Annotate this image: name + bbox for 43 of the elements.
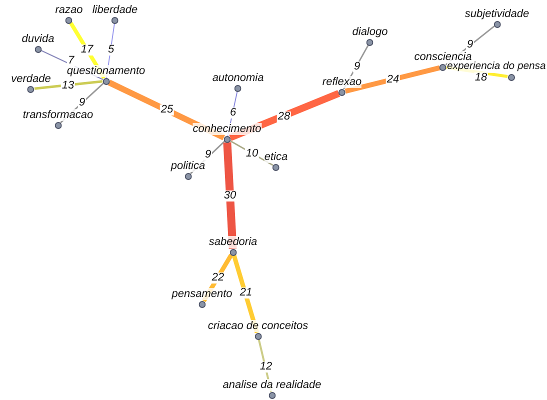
edge-label: 22	[210, 272, 226, 284]
node-label: etica	[264, 150, 288, 162]
node-label: reflexao	[322, 76, 362, 88]
edge-label: 18	[474, 72, 488, 84]
edge-label: 12	[258, 362, 274, 372]
edge-line	[34, 80, 103, 90]
edge-label: 9	[466, 40, 474, 50]
edge-label: 6	[228, 108, 238, 118]
node-label: liberdade	[92, 4, 138, 16]
node-label: subjetividade	[464, 8, 530, 20]
node-label: questionamento	[66, 64, 146, 76]
edge-label: 24	[386, 74, 400, 86]
edge-label: 9	[352, 62, 362, 72]
edge-line	[228, 90, 340, 141]
edge-label: 13	[60, 80, 76, 92]
edge-label: 9	[204, 150, 212, 160]
node-label: transformacao	[22, 108, 94, 120]
node-label: duvida	[22, 32, 54, 44]
node-label: pensamento	[172, 288, 232, 300]
node-label: politica	[170, 160, 206, 172]
node-label: criacao de conceitos	[208, 320, 308, 332]
edge-label: 9	[78, 98, 86, 108]
node-label: conhecimento	[192, 122, 262, 134]
node-label: verdade	[11, 72, 51, 84]
node-label: experiencia do pensa	[447, 60, 546, 72]
edge-line	[108, 80, 226, 140]
node-label: dialogo	[352, 26, 388, 38]
edge-label: 7	[66, 56, 76, 66]
node-label: consciencia	[414, 50, 472, 62]
node-label: autonomia	[212, 72, 264, 84]
node-label: sabedoria	[208, 236, 258, 248]
edge-label: 17	[80, 44, 94, 56]
edge-line	[344, 65, 440, 94]
edge-label: 5	[106, 44, 116, 56]
edge-label: 30	[222, 190, 238, 202]
edge-line	[232, 254, 260, 334]
edge-line	[230, 140, 274, 166]
edge-label: 10	[244, 148, 260, 160]
edge-label: 21	[238, 288, 254, 298]
node-label: analise da realidade	[222, 378, 322, 390]
edge-label: 28	[276, 112, 292, 122]
edge-line	[223, 142, 237, 249]
edge-label: 25	[160, 104, 174, 116]
